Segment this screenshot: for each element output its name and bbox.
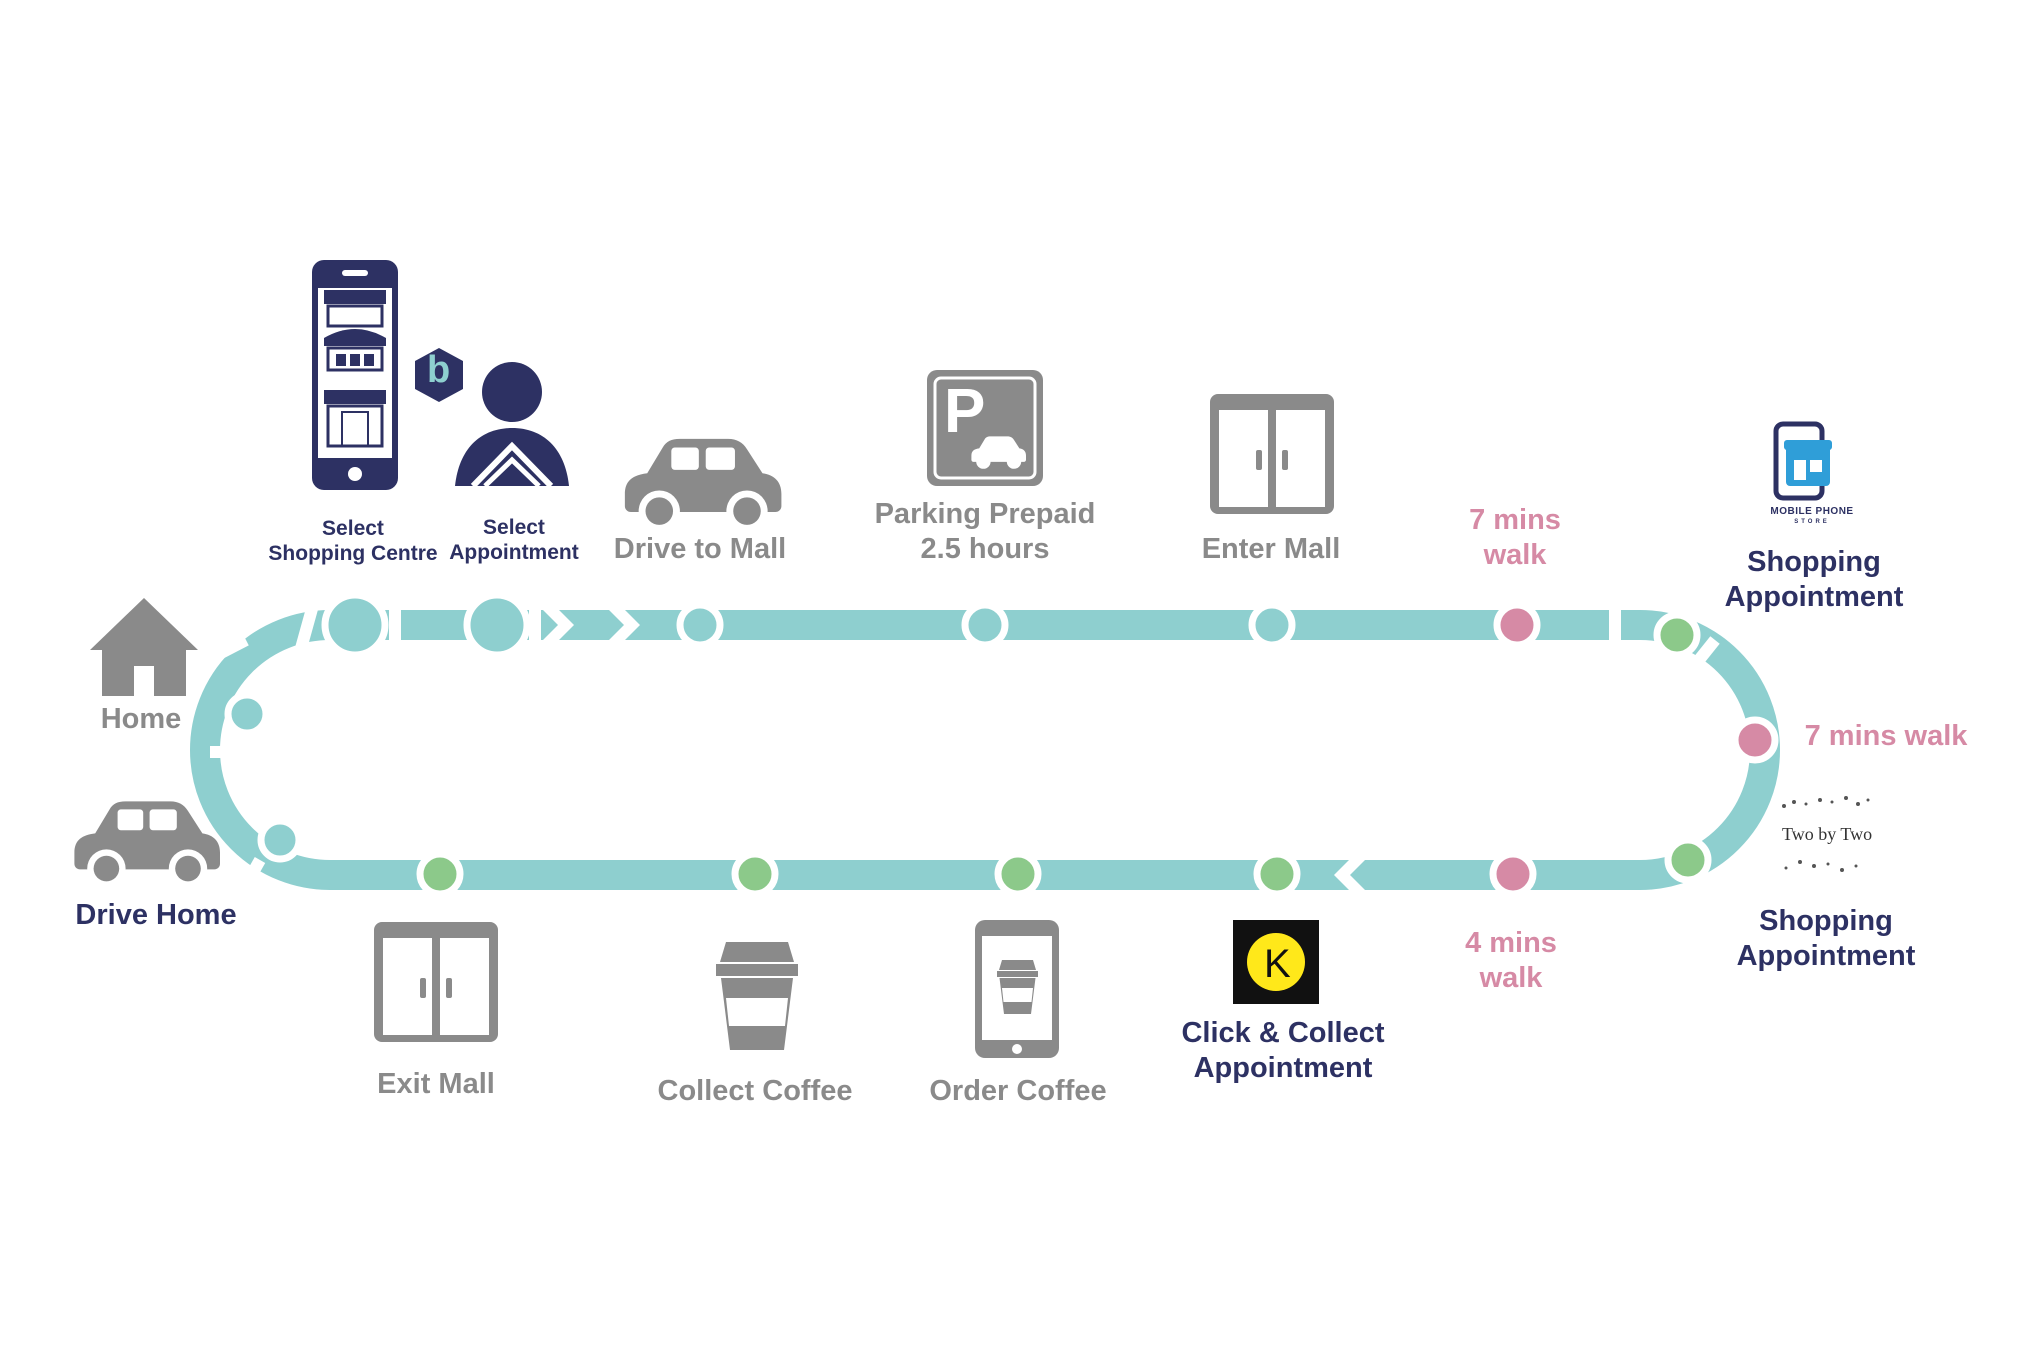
- stop-select-appointment: [463, 591, 531, 659]
- stop-select-centre: [321, 591, 389, 659]
- stop-enter-mall: [1248, 601, 1296, 649]
- shopping-1-line1: Shopping: [1747, 546, 1881, 578]
- mobile-store-icon: [1773, 421, 1832, 501]
- car-icon: [624, 438, 782, 532]
- stop-parking: [961, 601, 1009, 649]
- select-centre-label: Select Shopping Centre: [268, 516, 437, 566]
- direction-chevrons-forward: [540, 607, 640, 643]
- walk-1-label: 7 mins walk: [1469, 503, 1561, 573]
- phone-coffee-icon: [975, 920, 1059, 1058]
- select-centre-line2: Shopping Centre: [268, 542, 438, 566]
- stop-walk-3: [1489, 850, 1537, 898]
- stop-shopping-1: [1653, 611, 1701, 659]
- doors-icon: [1210, 394, 1334, 514]
- house-icon: [90, 598, 198, 696]
- car-icon: [74, 801, 221, 888]
- stop-home: [224, 691, 270, 737]
- walk-3-line2: walk: [1479, 961, 1543, 994]
- parking-letter: P: [944, 377, 986, 446]
- coffee-cup-icon: [716, 942, 798, 1050]
- walk-1-line2: walk: [1483, 538, 1547, 571]
- click-collect-line2: Appointment: [1193, 1051, 1373, 1084]
- footprints-icon: [1782, 796, 1870, 872]
- doors-icon: [374, 922, 498, 1042]
- k-logo-icon: [1233, 920, 1319, 1004]
- app-logo-letter: b: [427, 349, 451, 391]
- drive-to-mall-label: Drive to Mall: [613, 533, 787, 565]
- click-collect-line1: Click & Collect: [1181, 1017, 1385, 1049]
- home-label: Home: [100, 703, 182, 735]
- stop-collect-coffee: [731, 850, 779, 898]
- walk-1-line1: 7 mins: [1469, 504, 1561, 536]
- journey-track: [190, 610, 1780, 890]
- parking-label: Parking Prepaid 2.5 hours: [875, 497, 1096, 567]
- stop-walk-2: [1731, 716, 1779, 764]
- stop-walk-1: [1493, 601, 1541, 649]
- shopping-2-label: Shopping Appointment: [1737, 904, 1916, 974]
- shopping-1-label: Shopping Appointment: [1725, 545, 1904, 615]
- stop-drive-to-mall: [676, 601, 724, 649]
- shopping-1-line2: Appointment: [1724, 580, 1904, 613]
- select-appointment-line1: Select: [483, 516, 545, 539]
- parking-sign-icon: [927, 370, 1043, 486]
- journey-stops: [224, 591, 1779, 898]
- track-gaps: [210, 596, 1742, 893]
- walk-2-label: 7 mins walk: [1804, 720, 1968, 752]
- mobile-store-brand-sub: STORE: [1794, 519, 1830, 525]
- parking-line2: 2.5 hours: [920, 532, 1050, 565]
- click-collect-label: Click & Collect Appointment: [1181, 1016, 1384, 1086]
- drive-home-label: Drive Home: [75, 899, 237, 931]
- select-centre-line1: Select: [322, 517, 384, 540]
- enter-mall-label: Enter Mall: [1201, 533, 1341, 565]
- stop-shopping-2: [1664, 836, 1712, 884]
- shopping-2-line1: Shopping: [1759, 905, 1893, 937]
- parking-line1: Parking Prepaid: [874, 498, 1096, 530]
- direction-chevrons-back: [1334, 857, 1368, 893]
- walk-3-label: 4 mins walk: [1465, 926, 1557, 996]
- app-hexagon-icon: [415, 348, 463, 402]
- stop-exit-mall: [416, 850, 464, 898]
- stop-drive-home: [257, 817, 303, 863]
- person-icon: [455, 362, 569, 489]
- exit-mall-label: Exit Mall: [377, 1068, 495, 1100]
- stop-order-coffee: [994, 850, 1042, 898]
- two-by-two-brand: Two by Two: [1782, 824, 1873, 844]
- phone-stores-icon: [312, 260, 398, 490]
- walk-3-line1: 4 mins: [1465, 927, 1557, 959]
- k-logo-letter: K: [1264, 942, 1291, 986]
- mobile-store-brand: MOBILE PHONE STORE: [1762, 506, 1862, 528]
- stop-click-collect: [1253, 850, 1301, 898]
- collect-coffee-label: Collect Coffee: [657, 1075, 853, 1107]
- mobile-store-brand-name: MOBILE PHONE: [1770, 506, 1854, 517]
- shopping-2-line2: Appointment: [1736, 939, 1916, 972]
- order-coffee-label: Order Coffee: [929, 1075, 1107, 1107]
- select-appointment-line2: Appointment: [449, 541, 579, 565]
- select-appointment-label: Select Appointment: [449, 515, 578, 565]
